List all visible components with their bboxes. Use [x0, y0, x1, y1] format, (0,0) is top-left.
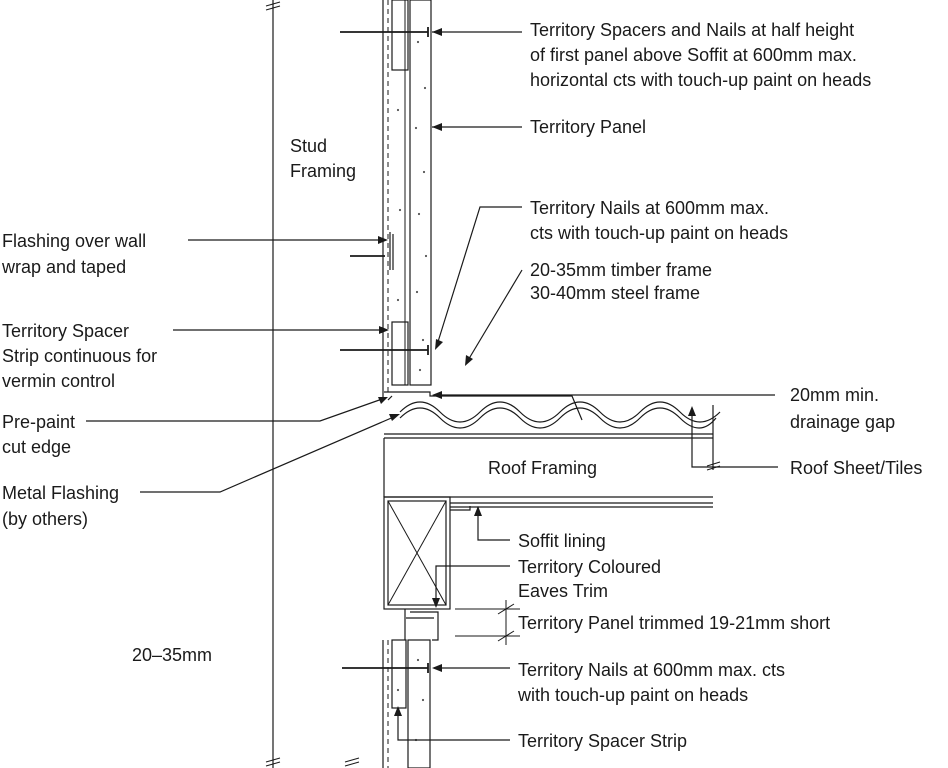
label-nails-600-lower: Territory Nails at 600mm max. cts with t…	[517, 660, 790, 705]
nail-top	[340, 27, 429, 37]
label-pre-paint: Pre-paint cut edge	[2, 412, 80, 457]
eaves-trim	[404, 609, 439, 641]
label-panel-trimmed: Territory Panel trimmed 19-21mm short	[518, 613, 830, 633]
eaves-timber-block	[383, 496, 451, 610]
metal-flashing	[384, 391, 583, 421]
stud-framing	[265, 0, 384, 768]
leader-lines	[86, 28, 778, 741]
label-drainage-gap: 20mm min. drainage gap	[790, 385, 895, 432]
upper-territory-panel	[391, 0, 432, 386]
label-spacers-nails-top: Territory Spacers and Nails at half heig…	[530, 20, 871, 90]
roof-framing	[383, 433, 721, 498]
label-metal-flashing: Metal Flashing (by others)	[2, 483, 124, 529]
label-frame-depth: 20-35mm timber frame 30-40mm steel frame	[530, 260, 717, 303]
wall-flashing	[389, 232, 394, 270]
nail-lower	[342, 663, 429, 673]
label-nails-600: Territory Nails at 600mm max. cts with t…	[530, 198, 788, 243]
trim-dimension	[455, 600, 520, 645]
label-soffit-lining: Soffit lining	[518, 531, 606, 551]
lower-territory-panel	[391, 639, 431, 768]
label-territory-panel: Territory Panel	[530, 117, 646, 137]
label-spacer-strip: Territory Spacer Strip	[518, 731, 687, 751]
label-dimension: 20–35mm	[132, 645, 212, 665]
soffit-lining	[450, 502, 713, 511]
label-stud-framing: Stud Framing	[290, 136, 356, 181]
label-roof-framing: Roof Framing	[488, 458, 597, 478]
label-spacer-strip-vermin: Territory Spacer Strip continuous for ve…	[2, 321, 162, 391]
nail-spacer-strip	[340, 345, 429, 355]
label-flashing-wall-wrap: Flashing over wall wrap and taped	[1, 231, 151, 277]
label-roof-sheet: Roof Sheet/Tiles	[790, 458, 922, 478]
label-eaves-trim: Territory Coloured Eaves Trim	[518, 557, 666, 601]
